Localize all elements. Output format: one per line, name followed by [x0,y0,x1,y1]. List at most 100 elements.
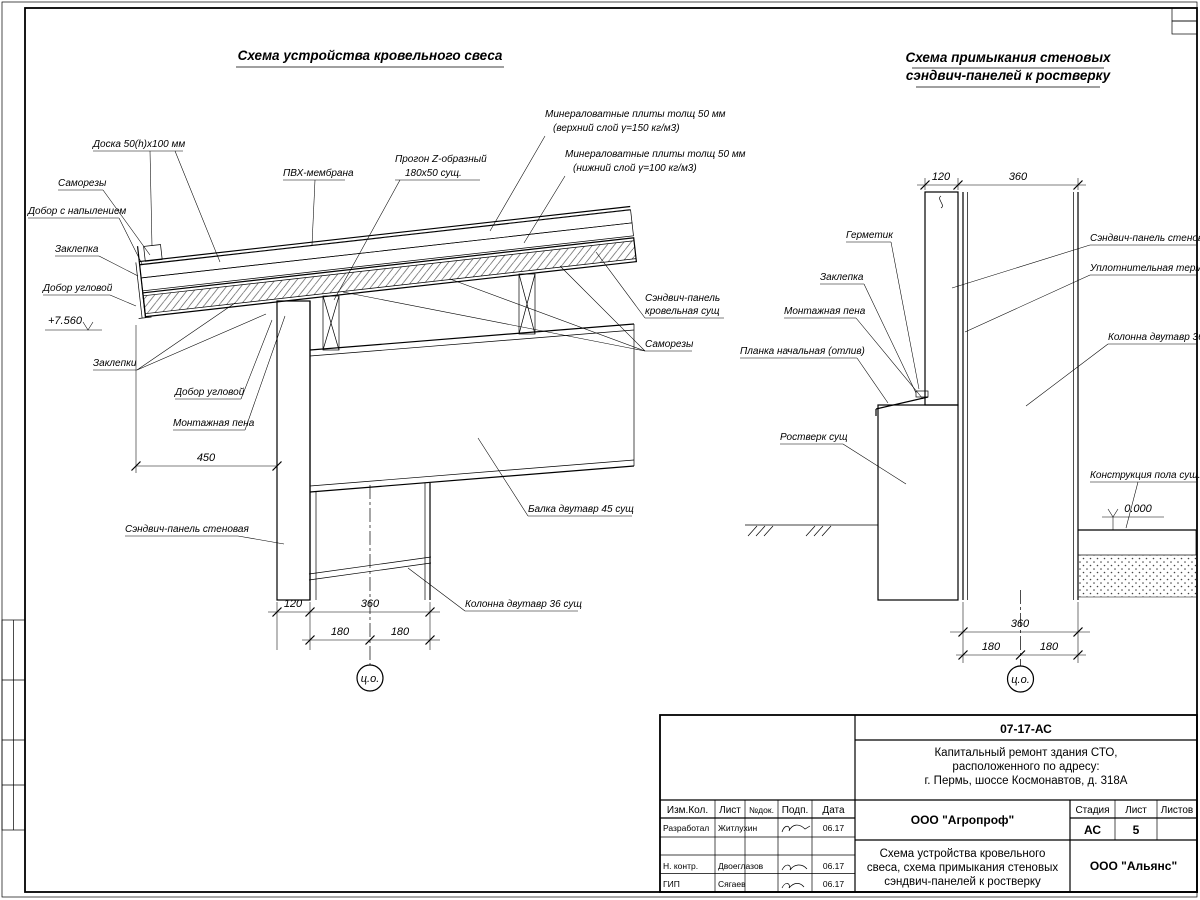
label-column: Колонна двутавр 36 сущ [465,599,582,610]
right-labels: Герметик Заклепка Монтажная пена Планка … [740,230,1200,481]
col-data: Дата [822,805,845,816]
corner-stamp [1171,7,1198,35]
svg-text:120: 120 [932,171,951,183]
doc-title-2: свеса, схема примыкания стеновых [867,862,1058,874]
project-line-3: г. Пермь, шоссе Космонавтов, д. 318А [925,775,1128,787]
label-grillage: Ростверк сущ [780,432,848,443]
title-block: 07-17-АС Капитальный ремонт здания СТО, … [659,714,1198,893]
signature [781,883,805,889]
left-margin-stamp [1,619,26,831]
label-roof-panel-2: кровельная сущ [645,306,720,317]
svg-text:360: 360 [1009,171,1028,183]
doc-code: 07-17-АС [1000,722,1052,736]
svg-text:180: 180 [982,641,1001,653]
label-wool-top-2: (верхний слой γ=150 кг/м3) [553,123,680,134]
wall-sandwich-panel [276,300,311,601]
stage-value: АС [1084,823,1101,837]
svg-text:450: 450 [197,452,216,464]
label-flashing: Планка начальная (отлив) [740,346,865,357]
label-foam-right: Монтажная пена [784,306,866,317]
flashing-fix [915,390,929,398]
label-dobor-spray: Добор с напылением [27,205,126,217]
label-beam: Балка двутавр 45 сущ [528,504,634,515]
row1-role: Разработал [663,823,709,833]
col-list: Лист [719,805,741,816]
svg-text:360: 360 [361,598,380,610]
row2-name: Двоеглазов [718,861,764,871]
axis-circle-right [1006,665,1035,693]
level-value-right: 0.000 [1124,503,1152,515]
signature [781,824,811,833]
col-izm: Изм.Кол. [667,805,708,816]
label-wool-bot-1: Минераловатные плиты толщ 50 мм [565,149,746,160]
sheet-number: 5 [1133,823,1140,837]
row3-role: ГИП [663,879,680,889]
svg-text:180: 180 [391,626,410,638]
grillage [877,404,959,601]
label-purlin-1: Прогон Z-образный [395,153,487,165]
doc-title-1: Схема устройства кровельного [880,848,1046,860]
z-purlins [322,273,536,351]
label-membrane: ПВХ-мембрана [283,167,354,179]
label-rivet: Заклепка [55,244,99,255]
label-sealant: Герметик [846,230,894,241]
svg-text:ц.о.: ц.о. [1011,674,1030,686]
column-36-right [962,192,1079,600]
axis-circle [356,664,384,692]
col-podp: Подп. [782,805,809,816]
doc-title-3: сэндвич-панелей к ростверку [884,876,1041,888]
label-wool-top-1: Минераловатные плиты толщ 50 мм [545,109,726,120]
floor-construction [1077,529,1197,598]
svg-text:180: 180 [331,626,350,638]
left-leaders [28,135,724,612]
label-wall-panel-right: Сэндвич-панель стеновая [1090,233,1200,244]
break-mark [939,195,943,209]
right-leaders [740,241,1196,529]
label-rivets: Заклепки [93,358,137,369]
label-dobor-corner2: Добор угловой [174,386,245,398]
label-purlin-2: 180х50 сущ. [405,168,462,179]
dim-450: 450 [130,325,283,473]
left-scheme-title: Схема устройства кровельного свеса [238,48,503,63]
label-wall-panel: Сэндвич-панель стеновая [125,524,249,535]
level-mark-0000: 0.000 [1102,503,1164,530]
label-wool-bot-2: (нижний слой γ=100 кг/м3) [573,163,697,174]
row2-date: 06.17 [823,861,845,871]
customer-name: ООО "Альянс" [1090,859,1177,873]
row3-name: Сягаев [718,879,746,889]
project-line-1: Капитальный ремонт здания СТО, [934,747,1117,759]
level-value: +7.560 [48,315,83,327]
wall-sandwich-panel-right [924,191,959,406]
right-top-dims: 120 360 [917,171,1086,191]
label-thermal-strip: Уплотнительная термополоса [1089,263,1200,274]
row1-date: 06.17 [823,823,845,833]
sheets-label: Листов [1161,805,1194,816]
right-scheme: Схема примыкания стеновых сэндвич-панеле… [740,50,1200,693]
left-labels: Доска 50(h)х100 мм Саморезы Добор с напы… [27,109,746,610]
label-column-right: Колонна двутавр 36 сущ [1108,332,1200,343]
org-name: ООО "Агропроф" [911,813,1014,827]
label-screws-2: Саморезы [645,339,694,350]
svg-text:180: 180 [1040,641,1059,653]
label-foam: Монтажная пена [173,418,255,429]
row3-date: 06.17 [823,879,845,889]
left-bottom-dims: 120 360 180 180 ц.о. [268,485,440,692]
left-scheme: Схема устройства кровельного свеса [27,48,746,692]
ground-line [745,524,878,537]
roof-assembly [135,205,638,319]
right-scheme-title-2: сэндвич-панелей к ростверку [906,68,1112,83]
level-mark-7560: +7.560 [45,315,102,331]
project-line-2: расположенного по адресу: [952,761,1099,773]
stage-label: Стадия [1075,805,1109,816]
label-screws: Саморезы [58,178,107,189]
right-scheme-title-1: Схема примыкания стеновых [906,50,1111,65]
col-doc: №док. [749,805,774,815]
label-dobor-corner: Добор угловой [42,282,113,294]
signature [781,864,808,871]
label-floor: Конструкция пола сущ. [1090,470,1200,481]
label-rivet-right: Заклепка [820,272,864,283]
right-bottom-dims: 360 180 180 ц.о. [950,590,1090,693]
